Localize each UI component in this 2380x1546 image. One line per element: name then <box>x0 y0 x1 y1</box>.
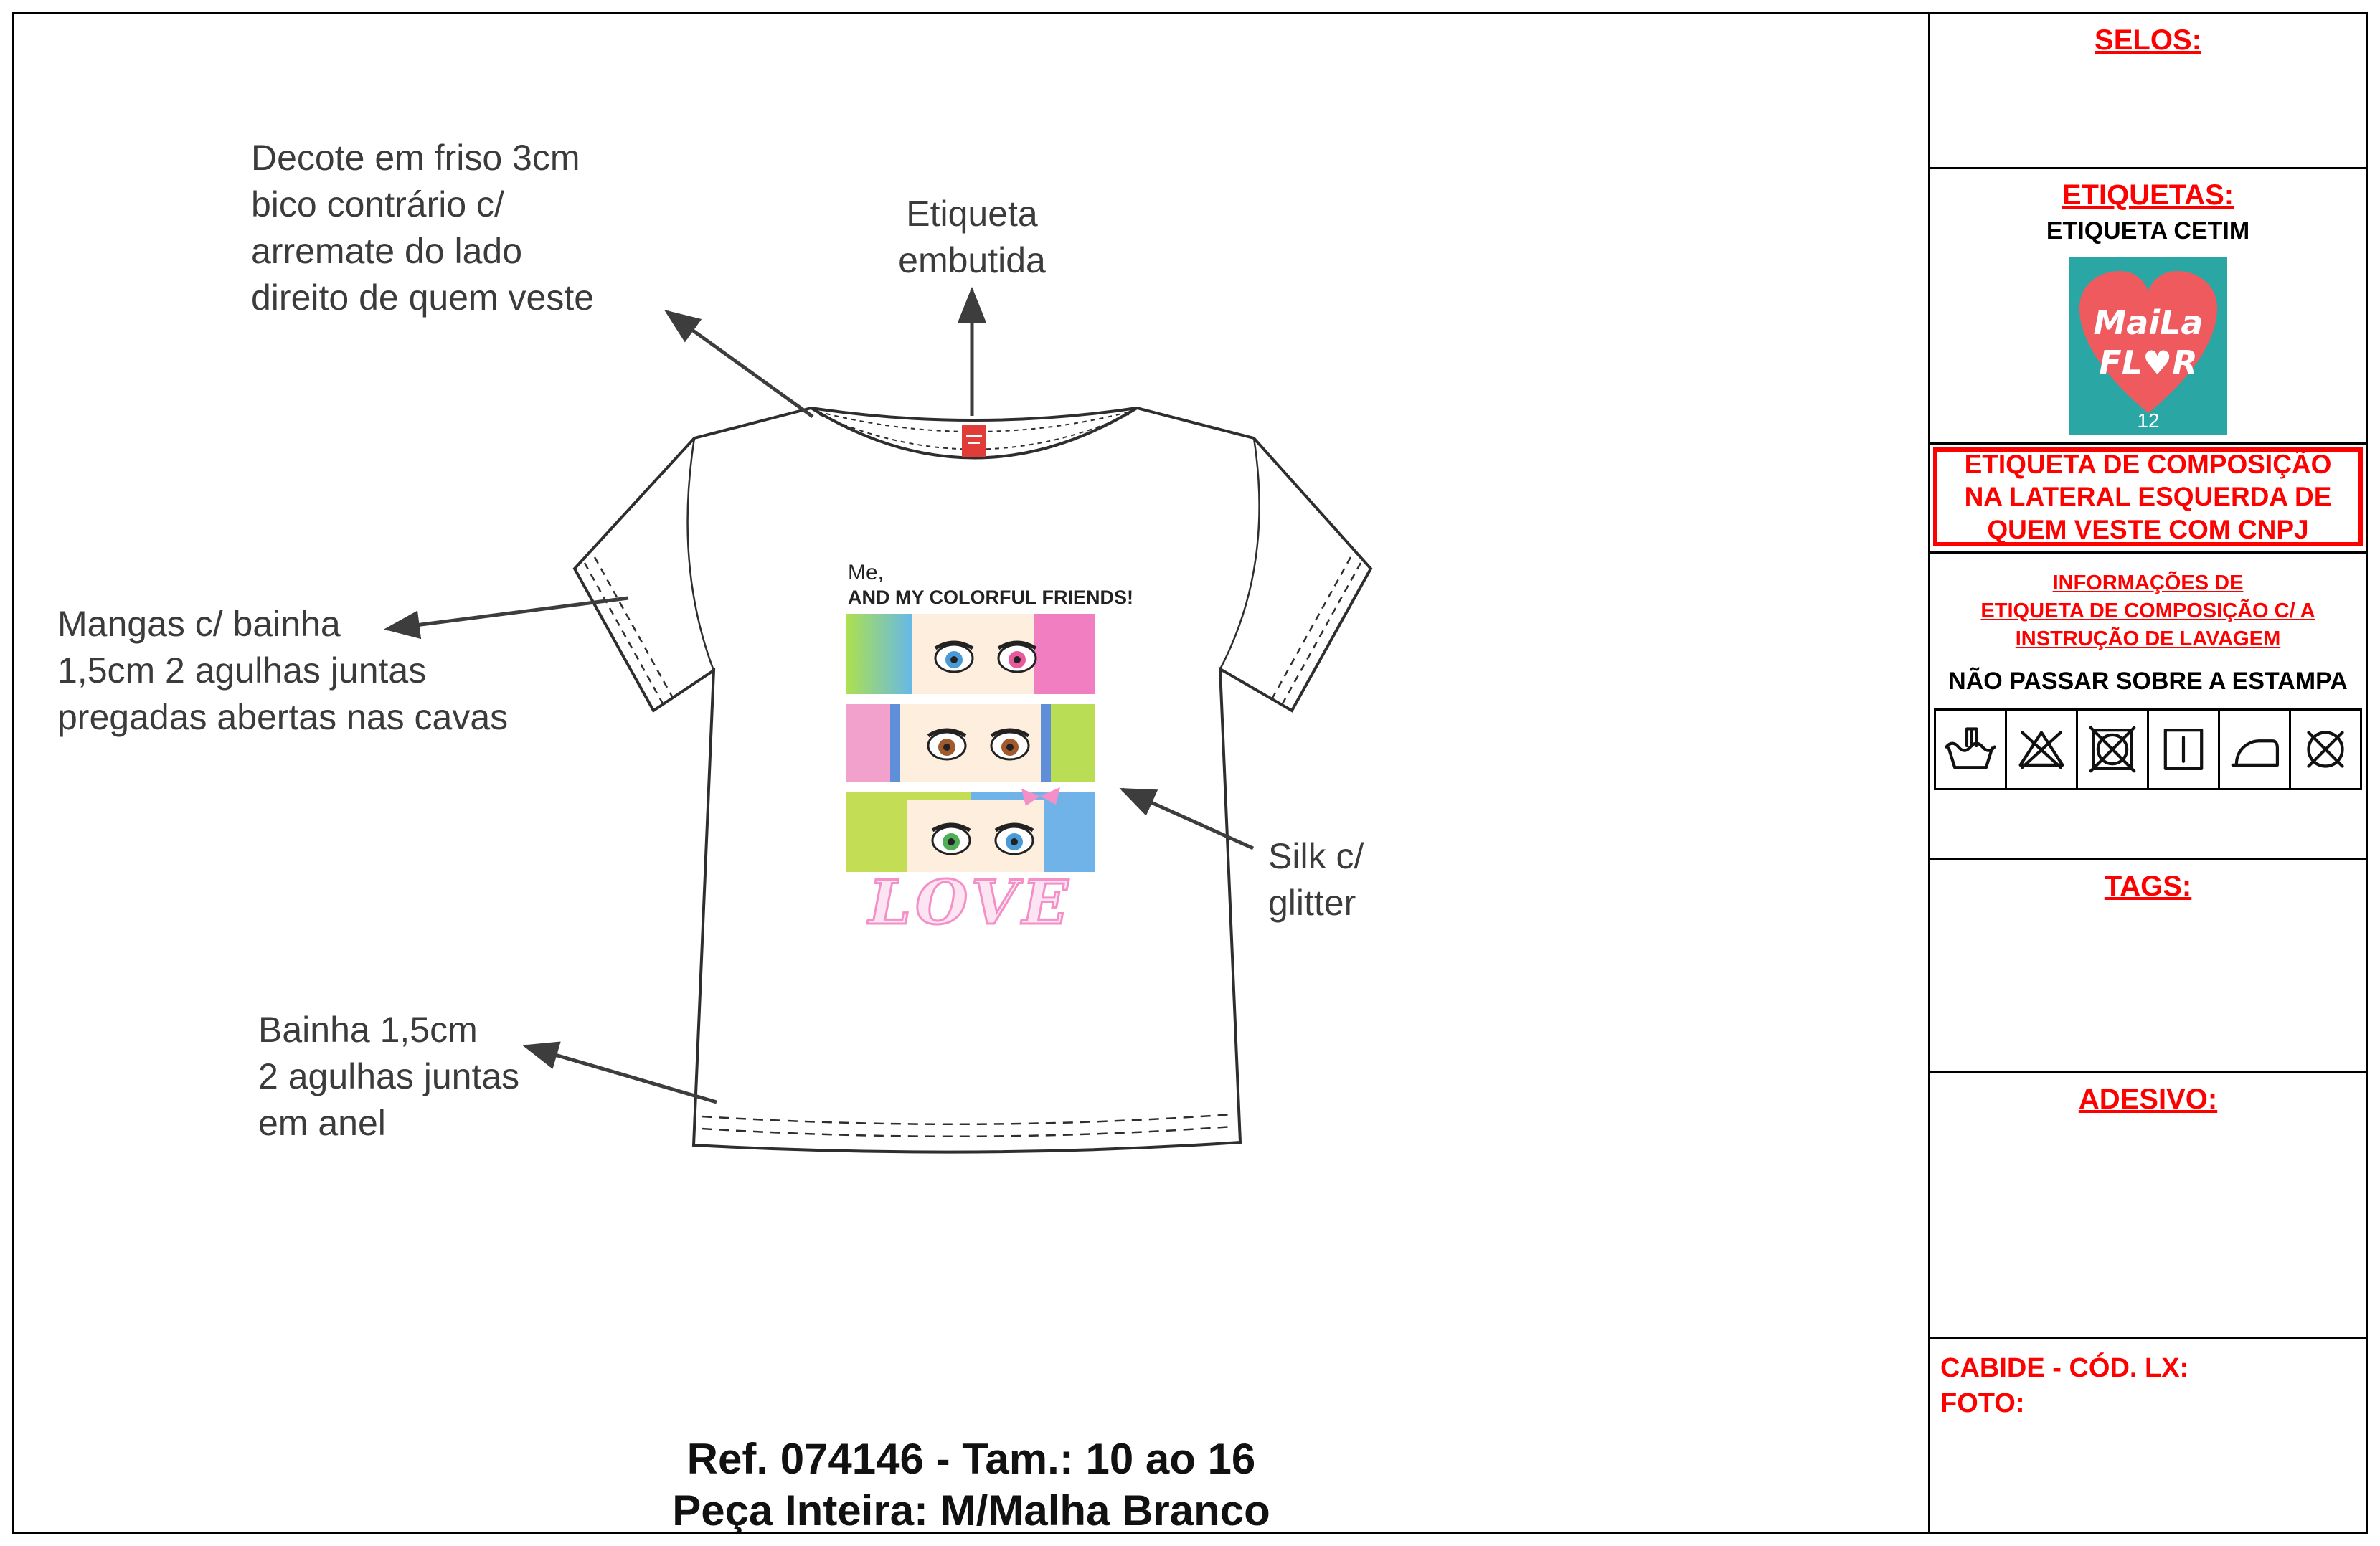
brand-size: 12 <box>2137 409 2159 432</box>
cuff-stitch-right <box>1270 556 1362 706</box>
section-etiquetas: ETIQUETAS: ETIQUETA CETIM MaiLa FL♥R 12 <box>1930 169 2366 445</box>
ref-line: Ref. 074146 - Tam.: 10 ao 16 <box>686 1435 1256 1483</box>
lavagem-header: INFORMAÇÕES DE ETIQUETA DE COMPOSIÇÃO C/… <box>1980 572 2315 651</box>
print-panel-2 <box>846 704 1095 782</box>
print-text-love: LOVE <box>867 867 1072 938</box>
print-panel-3 <box>846 787 1095 872</box>
etiqueta-cetim-label: ETIQUETA CETIM <box>2046 217 2250 245</box>
selos-title: SELOS: <box>2095 24 2201 56</box>
callout-bainha: Bainha 1,5cm 2 agulhas juntas em anel <box>258 1010 520 1143</box>
print-text-friends: AND MY COLORFUL FRIENDS! <box>848 587 1133 608</box>
print-panel-1 <box>846 614 1095 694</box>
arrow-bainha <box>522 1041 717 1104</box>
brand-line-2: FL♥R <box>2099 343 2197 382</box>
callout-silk: Silk c/ glitter <box>1268 836 1364 923</box>
brand-label-logo: MaiLa FL♥R 12 <box>2069 257 2227 435</box>
iron-icon <box>2220 711 2291 789</box>
sidebar: SELOS: ETIQUETAS: ETIQUETA CETIM MaiLa F… <box>1928 14 2366 1532</box>
chest-print: Me, AND MY COLORFUL FRIENDS! <box>846 561 1133 939</box>
spec-sheet: Me, AND MY COLORFUL FRIENDS! <box>12 12 2368 1534</box>
cabide-label: CABIDE - CÓD. LX: <box>1940 1353 2189 1383</box>
callout-arrows <box>384 287 1255 1104</box>
section-lavagem: INFORMAÇÕES DE ETIQUETA DE COMPOSIÇÃO C/… <box>1930 554 2366 860</box>
section-adesivo: ADESIVO: <box>1930 1073 2366 1339</box>
section-tags: TAGS: <box>1930 860 2366 1073</box>
arrow-decote <box>664 310 814 419</box>
do-not-bleach-icon <box>2007 711 2078 789</box>
heart-icon <box>2079 271 2217 413</box>
composicao-note: ETIQUETA DE COMPOSIÇÃO NA LATERAL ESQUER… <box>1933 447 2363 546</box>
do-not-tumble-dry-icon <box>2078 711 2149 789</box>
cuff-stitch-left <box>583 556 675 706</box>
neck-tag <box>962 425 986 457</box>
section-selos: SELOS: <box>1930 14 2366 169</box>
neckline <box>810 407 1138 460</box>
armhole-left <box>686 437 715 671</box>
do-not-dry-clean-icon <box>2291 711 2360 789</box>
care-symbols <box>1934 708 2362 791</box>
section-cabide-foto: CABIDE - CÓD. LX: FOTO: <box>1930 1339 2366 1532</box>
etiquetas-title: ETIQUETAS: <box>2062 179 2234 211</box>
tshirt-technical-drawing: Me, AND MY COLORFUL FRIENDS! <box>384 287 1373 1154</box>
callout-mangas: Mangas c/ bainha 1,5cm 2 agulhas juntas … <box>57 604 509 737</box>
tags-title: TAGS: <box>2104 871 2192 902</box>
armhole-right <box>1219 437 1260 670</box>
line-dry-icon <box>2149 711 2220 789</box>
arrow-silk <box>1119 787 1255 850</box>
foto-label: FOTO: <box>1940 1388 2025 1419</box>
collar-stitch-2 <box>818 414 1130 450</box>
section-composicao: ETIQUETA DE COMPOSIÇÃO NA LATERAL ESQUER… <box>1930 445 2366 554</box>
bow-icon <box>1021 787 1060 806</box>
hem-stitch <box>701 1113 1233 1138</box>
brand-line-1: MaiLa <box>2093 303 2203 342</box>
drawing-area: Me, AND MY COLORFUL FRIENDS! <box>14 14 1928 1532</box>
print-text-me: Me, <box>848 561 884 584</box>
arrow-mangas <box>384 596 629 640</box>
hand-wash-icon <box>1936 711 2007 789</box>
callout-etiqueta: Etiqueta embutida <box>898 194 1046 280</box>
piece-line: Peça Inteira: M/Malha Branco <box>672 1486 1270 1532</box>
callout-decote: Decote em friso 3cm bico contrário c/ ar… <box>251 138 595 318</box>
lavagem-note: NÃO PASSAR SOBRE A ESTAMPA <box>1948 668 2348 696</box>
adesivo-title: ADESIVO: <box>2078 1083 2218 1115</box>
